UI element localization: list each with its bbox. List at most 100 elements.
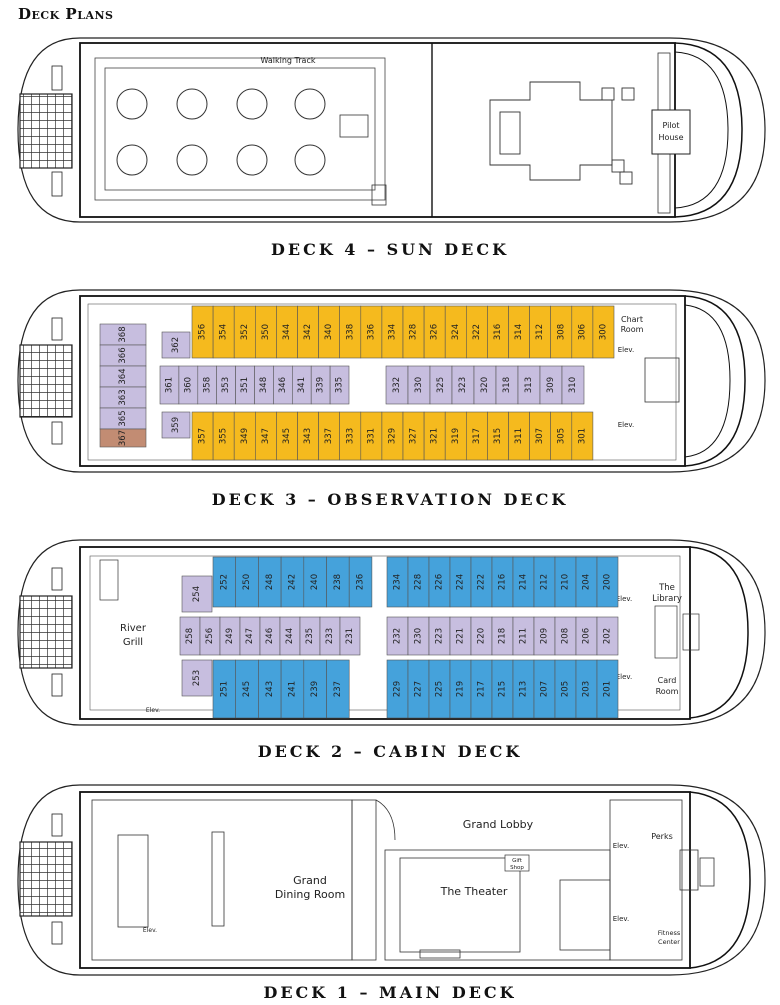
cabin-number: 352 — [240, 324, 250, 340]
grand-lobby-label: Grand Lobby — [463, 818, 534, 831]
cabin-210: 210 — [554, 556, 577, 608]
cabin-344: 344 — [276, 305, 298, 359]
cabin-number: 227 — [414, 681, 424, 697]
cabin-number: 354 — [219, 324, 229, 340]
deck-2-paddlewheel — [19, 595, 73, 669]
cabin-number: 349 — [240, 428, 250, 444]
cabin-number: 204 — [582, 574, 592, 590]
cabin-326: 326 — [423, 305, 446, 359]
cabin-number: 313 — [524, 377, 534, 393]
cabin-number: 216 — [498, 574, 508, 590]
deck-4-title: DECK 4 – SUN DECK — [271, 240, 509, 259]
cabin-number: 368 — [118, 326, 128, 342]
cabin-number: 319 — [451, 428, 461, 444]
cabin-number: 238 — [333, 574, 343, 590]
cabin-224: 224 — [449, 556, 472, 608]
cabin-number: 351 — [240, 377, 250, 393]
cabin-223: 223 — [428, 616, 451, 656]
cabin-324: 324 — [444, 305, 467, 359]
cabin-364: 364 — [99, 365, 147, 388]
grand-dining-room-label-1: Grand — [293, 874, 327, 887]
perks-label: Perks — [651, 832, 673, 841]
cabin-366: 366 — [99, 344, 147, 367]
cabin-232: 232 — [386, 616, 409, 656]
cabin-number: 356 — [198, 324, 208, 340]
cabin-number: 242 — [287, 574, 297, 590]
cabin-330: 330 — [407, 365, 431, 405]
cabin-313: 313 — [517, 365, 541, 405]
cabin-number: 332 — [392, 377, 402, 393]
cabin-246: 246 — [259, 616, 281, 656]
cabin-number: 327 — [409, 428, 419, 444]
cabin-349: 349 — [233, 411, 256, 461]
cabin-number: 310 — [568, 377, 578, 393]
card-room-label-1: Card — [658, 676, 677, 685]
cabin-number: 329 — [387, 428, 397, 444]
cabin-256: 256 — [199, 616, 221, 656]
cabin-number: 353 — [221, 377, 231, 393]
cabin-359: 359 — [161, 411, 191, 439]
fitness-center-label-2: Center — [658, 938, 680, 946]
cabin-number: 326 — [430, 324, 440, 340]
walking-track — [94, 57, 386, 201]
cabin-number: 214 — [519, 574, 529, 590]
cabin-number: 347 — [261, 428, 271, 444]
card-room-label-2: Room — [656, 687, 679, 696]
cabin-number: 344 — [282, 324, 292, 340]
cabin-203: 203 — [575, 659, 598, 719]
cabin-number: 237 — [333, 681, 343, 697]
cabin-number: 341 — [297, 377, 307, 393]
deck-2-cabin-deck: River Grill The Library Card Room Elev. … — [17, 539, 766, 726]
deck-2-title: DECK 2 – CABIN DECK — [257, 742, 523, 761]
cabin-240: 240 — [303, 556, 327, 608]
cabin-335: 335 — [329, 365, 350, 405]
cabin-218: 218 — [491, 616, 514, 656]
cabin-353: 353 — [216, 365, 236, 405]
river-grill-label-1: River — [120, 623, 147, 634]
deck-3-elevator-fwd-label: Elev. — [618, 346, 635, 354]
cabin-number: 355 — [219, 428, 229, 444]
cabin-228: 228 — [407, 556, 430, 608]
cabin-333: 333 — [339, 411, 362, 461]
cabin-245: 245 — [235, 659, 259, 719]
deck-3-deck-outline — [79, 295, 686, 467]
cabin-301: 301 — [571, 411, 594, 461]
cabin-318: 318 — [495, 365, 519, 405]
cabin-237: 237 — [326, 659, 350, 719]
cabin-number: 316 — [493, 324, 503, 340]
cabin-number: 300 — [598, 324, 608, 340]
cabin-number: 226 — [435, 574, 445, 590]
cabin-217: 217 — [470, 659, 493, 719]
cabin-number: 235 — [305, 628, 315, 644]
cabin-number: 202 — [603, 628, 613, 644]
cabin-number: 314 — [514, 324, 524, 340]
cabin-329: 329 — [381, 411, 404, 461]
cabin-316: 316 — [487, 305, 509, 359]
cabin-243: 243 — [258, 659, 282, 719]
cabin-231: 231 — [339, 616, 361, 656]
cabin-230: 230 — [407, 616, 430, 656]
deck-2-deck-outline — [79, 546, 691, 720]
cabin-number: 346 — [278, 377, 288, 393]
cabin-number: 366 — [118, 347, 128, 363]
cabin-number: 249 — [225, 628, 235, 644]
cabin-number: 364 — [118, 368, 128, 384]
cabin-227: 227 — [407, 659, 430, 719]
cabin-219: 219 — [449, 659, 472, 719]
cabin-number: 339 — [316, 377, 326, 393]
cabin-221: 221 — [449, 616, 472, 656]
cabin-number: 315 — [493, 428, 503, 444]
cabin-number: 357 — [198, 428, 208, 444]
cabin-327: 327 — [402, 411, 425, 461]
cabin-number: 305 — [556, 428, 566, 444]
cabin-number: 201 — [603, 681, 613, 697]
cabin-number: 211 — [519, 628, 529, 644]
deck-1-elevator-aft-label: Elev. — [613, 915, 630, 923]
cabin-number: 334 — [387, 324, 397, 340]
cabin-number: 331 — [366, 428, 376, 444]
cabin-number: 350 — [261, 324, 271, 340]
cabin-number: 222 — [477, 574, 487, 590]
deck-3-elevator-aft-label: Elev. — [618, 421, 635, 429]
pilot-house — [651, 109, 691, 155]
